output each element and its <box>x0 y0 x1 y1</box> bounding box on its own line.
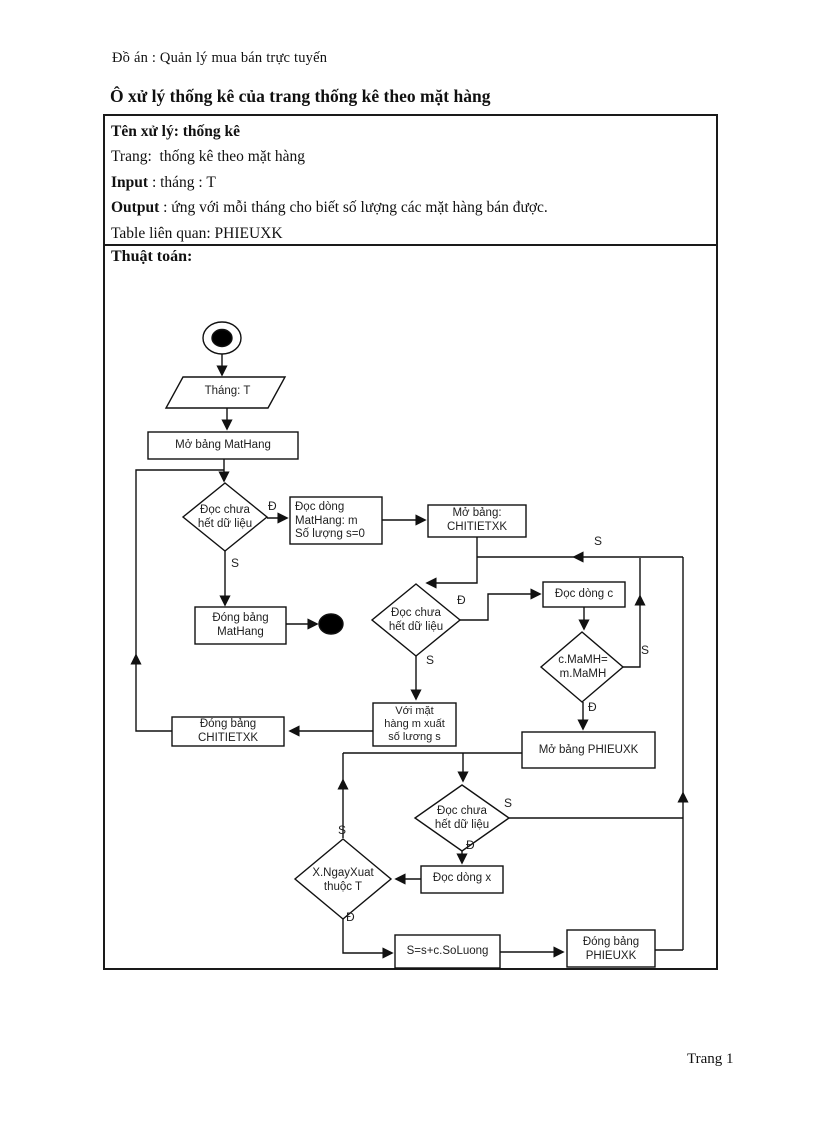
branch-label-check-phieuxk-d: Đ <box>466 838 475 852</box>
branch-label-so-sanh-s: S <box>641 643 650 657</box>
flow-node-input-thang: Tháng: T <box>204 385 251 397</box>
page-title: Ô xử lý thống kê của trang thống kê theo… <box>110 86 491 106</box>
flow-node-mo-mathang: Mở bảng MatHang <box>175 439 271 451</box>
flow-node-dong-mathang: Đóng bảng MatHang <box>212 612 269 638</box>
flow-node-check-ngayxuat: X.NgayXuat thuộc T <box>312 867 374 893</box>
flow-node-doc-dong-c: Đọc dòng c <box>554 588 614 600</box>
spec-row-bold: Tên xử lý: thống kê <box>111 123 241 140</box>
spec-row-output: Output : ứng với mỗi tháng cho biết số l… <box>111 195 710 220</box>
branch-label-check-chitietxk-s: S <box>426 653 435 667</box>
flow-node-cong-so-luong: S=s+c.SoLuong <box>406 945 489 957</box>
flow-node-mo-chitietxk: Mở bảng: CHITIETXK <box>446 507 508 533</box>
spec-row-table-lien-quan: Table liên quan: PHIEUXK <box>111 221 710 246</box>
flow-node-check-phieuxk: Đọc chưa hết dữ liệu <box>434 805 490 831</box>
flow-node-doc-dong-x: Đọc dòng x <box>432 872 492 884</box>
branch-label-so-sanh-d: Đ <box>588 700 597 714</box>
spec-row-trang: Trang: thống kê theo mặt hàng <box>111 144 710 169</box>
flow-node-check-chitietxk: Đọc chưa hết dữ liệu <box>388 607 444 633</box>
spec-row-bold: Input <box>111 173 149 191</box>
spec-rows: Tên xử lý: thống kê Trang: thống kê theo… <box>105 116 716 249</box>
table-divider <box>105 244 716 246</box>
branch-label-ngayxuat-s: S <box>338 823 347 837</box>
page-number: Trang 1 <box>687 1051 734 1067</box>
spec-row-text: : tháng : T <box>148 173 216 191</box>
spec-row-bold: Output <box>111 199 160 217</box>
flow-node-dong-phieuxk: Đóng bảng PHIEUXK <box>582 936 640 962</box>
flow-node-mo-phieuxk: Mở bảng PHIEUXK <box>538 744 639 756</box>
spec-row-input: Input : tháng : T <box>111 170 710 195</box>
flow-node-doc-dong-mathang: Đọc dòng MatHang: m Số lượng s=0 <box>295 501 365 541</box>
branch-label-check-mathang-d: Đ <box>268 499 277 513</box>
branch-label-loop-s: S <box>594 534 603 548</box>
flow-node-dong-chitietxk: Đóng bảng CHITIETXK <box>197 718 259 744</box>
flow-node-check-mathang: Đọc chưa hết dữ liệu <box>197 504 253 530</box>
branch-label-check-phieuxk-s: S <box>504 796 513 810</box>
branch-label-check-chitietxk-d: Đ <box>457 593 466 607</box>
spec-table: Tên xử lý: thống kê Trang: thống kê theo… <box>103 114 718 970</box>
algorithm-label: Thuật toán: <box>111 248 193 265</box>
flow-node-xuat-so-luong: Với mặt hàng m xuất số lương s <box>384 705 445 743</box>
spec-row-ten-xu-ly: Tên xử lý: thống kê <box>111 119 710 144</box>
flow-node-so-sanh-mamh: c.MaMH= m.MaMH <box>558 654 608 680</box>
branch-label-ngayxuat-d: Đ <box>346 910 355 924</box>
document-header: Đồ án : Quản lý mua bán trực tuyến <box>112 50 328 66</box>
spec-row-text: : ứng với mỗi tháng cho biết số lượng cá… <box>159 199 548 217</box>
spec-row-text: Trang: thống kê theo mặt hàng <box>111 148 306 166</box>
branch-label-check-mathang-s: S <box>231 556 240 570</box>
spec-row-text: Table liên quan: PHIEUXK <box>111 224 283 242</box>
